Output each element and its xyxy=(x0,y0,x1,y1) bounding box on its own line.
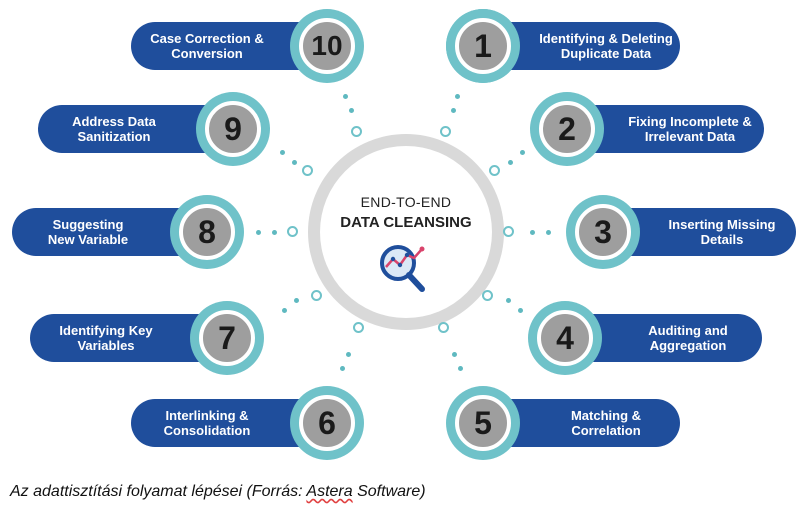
connector-dot xyxy=(518,308,523,313)
step-3-line1: Inserting Missing xyxy=(668,217,776,232)
hub-ring-node xyxy=(489,165,500,176)
connector-dot xyxy=(349,108,354,113)
step-5-badge: 5 xyxy=(446,386,520,460)
connector-dot xyxy=(282,308,287,313)
hub-ring-node xyxy=(482,290,493,301)
hub-ring-node xyxy=(440,126,451,137)
caption-prefix: Az adattisztítási folyamat lépései (Forr… xyxy=(10,483,307,500)
hub-ring-node xyxy=(503,226,514,237)
connector-dot xyxy=(343,94,348,99)
step-2-number: 2 xyxy=(539,101,595,157)
connector-dot xyxy=(530,230,535,235)
step-8-badge: 8 xyxy=(170,195,244,269)
step-3-line2: Details xyxy=(700,232,744,247)
connector-dot xyxy=(272,230,277,235)
step-8-line1: Suggesting xyxy=(52,217,124,232)
hub-ring-node xyxy=(311,290,322,301)
step-8-number: 8 xyxy=(179,204,235,260)
step-1-line1: Identifying & Deleting xyxy=(539,31,673,46)
data-cleansing-diagram: Case Correction & Conversion 10 1 Identi… xyxy=(12,9,796,460)
hub-ring-node xyxy=(438,322,449,333)
step-7-number: 7 xyxy=(199,310,255,366)
step-2-badge: 2 xyxy=(530,92,604,166)
step-2-line1: Fixing Incomplete & xyxy=(628,114,752,129)
step-10-line1: Case Correction & xyxy=(150,31,264,46)
caption-suffix: Software) xyxy=(352,483,426,500)
hub-title-line2: DATA CLEANSING xyxy=(340,214,472,231)
step-7-line1: Identifying Key xyxy=(59,323,153,338)
magnifier-chart-icon xyxy=(380,245,425,292)
connector-dot xyxy=(346,352,351,357)
hub-ring-node xyxy=(353,322,364,333)
figure-caption: Az adattisztítási folyamat lépései (Forr… xyxy=(10,483,426,501)
step-4-line2: Aggregation xyxy=(649,338,727,353)
step-7-badge: 7 xyxy=(190,301,264,375)
connector-dot xyxy=(546,230,551,235)
connector-dot xyxy=(340,366,345,371)
connector-dot xyxy=(256,230,261,235)
step-3-badge: 3 xyxy=(566,195,640,269)
connector-dot xyxy=(508,160,513,165)
step-10-number: 10 xyxy=(299,18,355,74)
step-8-line2: New Variable xyxy=(47,232,129,247)
connector-dot xyxy=(458,366,463,371)
connector-dot xyxy=(292,160,297,165)
step-3-number: 3 xyxy=(575,204,631,260)
caption-source: Astera xyxy=(306,483,353,500)
connector-dot xyxy=(506,298,511,303)
step-9-badge: 9 xyxy=(196,92,270,166)
central-hub-inner: END-TO-END DATA CLEANSING xyxy=(320,146,492,318)
connector-dot xyxy=(280,150,285,155)
step-5-line1: Matching & xyxy=(570,408,642,423)
step-6-line1: Interlinking & xyxy=(165,408,249,423)
hub-ring-node xyxy=(351,126,362,137)
step-9-line1: Address Data xyxy=(72,114,156,129)
step-9-number: 9 xyxy=(205,101,261,157)
step-10-badge: 10 xyxy=(290,9,364,83)
central-hub: END-TO-END DATA CLEANSING xyxy=(308,134,504,330)
step-9-line2: Sanitization xyxy=(77,129,151,144)
connector-dot xyxy=(455,94,460,99)
step-5-line2: Correlation xyxy=(571,423,641,438)
step-6-line2: Consolidation xyxy=(163,423,251,438)
connector-dot xyxy=(520,150,525,155)
step-1-line2: Duplicate Data xyxy=(560,46,652,61)
step-1-number-front: 1 xyxy=(455,18,511,74)
step-6-number: 6 xyxy=(299,395,355,451)
hub-ring-node xyxy=(287,226,298,237)
connector-dot xyxy=(294,298,299,303)
step-5-number: 5 xyxy=(455,395,511,451)
step-4-line1: Auditing and xyxy=(648,323,728,338)
hub-title-line1: END-TO-END xyxy=(360,194,452,210)
connector-dot xyxy=(452,352,457,357)
step-4-badge: 4 xyxy=(528,301,602,375)
hub-ring-node xyxy=(302,165,313,176)
step-4-number: 4 xyxy=(537,310,593,366)
step-10-line2: Conversion xyxy=(171,46,243,61)
connector-dot xyxy=(451,108,456,113)
step-7-line2: Variables xyxy=(77,338,135,353)
step-2-line2: Irrelevant Data xyxy=(644,129,736,144)
step-6-badge: 6 xyxy=(290,386,364,460)
step-1-badge-front: 1 xyxy=(446,9,520,83)
